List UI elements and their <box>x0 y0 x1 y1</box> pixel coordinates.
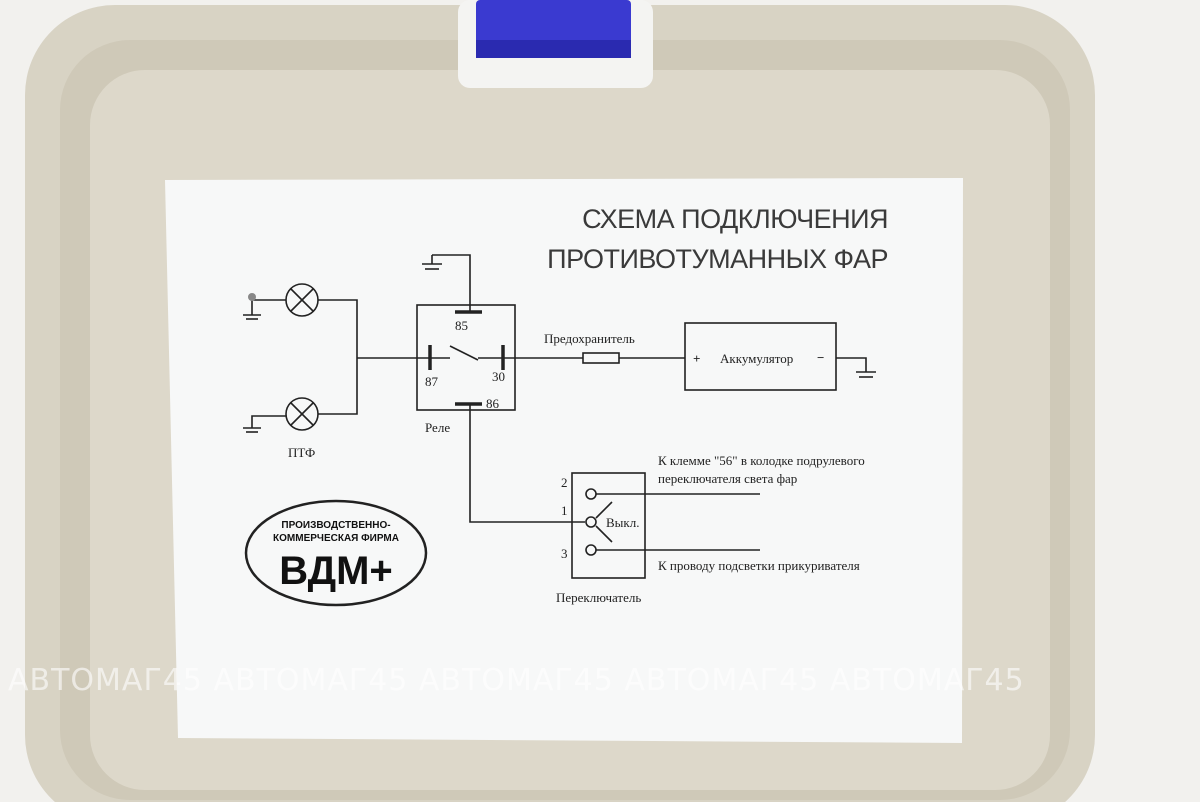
relay-label: Реле <box>425 420 450 435</box>
relay-switch-blade <box>449 345 479 361</box>
logo-line2: КОММЕРЧЕСКАЯ ФИРМА <box>273 533 399 544</box>
blue-clip <box>458 0 653 88</box>
wire-86 <box>469 404 585 523</box>
battery-box <box>684 322 837 391</box>
switch-pin-3: 3 <box>561 546 568 561</box>
switch-note-top-1: К клемме "56" в колодке подрулевого <box>658 453 865 468</box>
battery-minus: − <box>817 350 824 365</box>
ground-icon <box>856 371 876 378</box>
ground-icon <box>243 314 261 320</box>
diagram-title-line1: СХЕМА ПОДКЛЮЧЕНИЯ <box>582 204 888 234</box>
wire-85 <box>432 254 471 311</box>
switch-note-bottom: К проводу подсветки прикуривателя <box>658 558 860 573</box>
switch-blade <box>595 501 613 519</box>
lamp-icon <box>285 397 319 431</box>
lamps-label: ПТФ <box>288 445 315 460</box>
relay-pin-85: 85 <box>455 318 468 333</box>
switch-label: Переключатель <box>556 590 641 605</box>
wire-battery-ground <box>836 357 867 372</box>
fuse-label: Предохранитель <box>544 331 635 346</box>
logo-line1: ПРОИЗВОДСТВЕННО- <box>281 520 390 531</box>
battery-label: Аккумулятор <box>720 351 793 366</box>
relay-pin-87: 87 <box>425 374 439 389</box>
ground-icon <box>243 427 261 433</box>
relay-pin-30: 30 <box>492 369 505 384</box>
switch-note-top-2: переключателя света фар <box>658 471 797 486</box>
switch-pin-2: 2 <box>561 475 568 490</box>
wire-lamps <box>318 299 358 415</box>
relay-pin-86: 86 <box>486 396 500 411</box>
logo-ellipse <box>244 499 428 607</box>
ground-dot <box>248 293 256 301</box>
switch-off-label: Выкл. <box>606 515 639 530</box>
logo-brand: ВДМ+ <box>279 549 393 593</box>
ground-icon <box>422 255 442 270</box>
watermark: АВТОМАГ45 АВТОМАГ45 АВТОМАГ45 АВТОМАГ45 … <box>8 663 1025 698</box>
switch-box <box>571 472 646 579</box>
switch-terminal-1 <box>585 516 597 528</box>
diagram-title-line2: ПРОТИВОТУМАННЫХ ФАР <box>547 244 888 274</box>
switch-pin-1: 1 <box>561 503 568 518</box>
battery-plus: + <box>693 351 700 366</box>
